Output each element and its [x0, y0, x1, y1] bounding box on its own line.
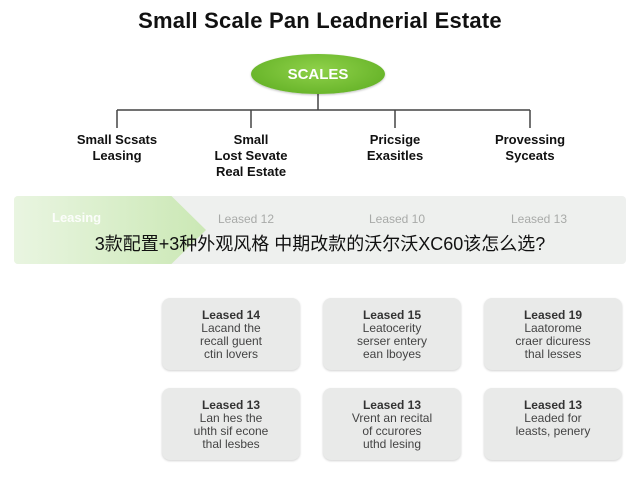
lease-card: Leased 19 Laatorome craer dicuress thal … [484, 298, 622, 370]
card-line: thal lesses [524, 347, 582, 361]
card-title: Leased 13 [362, 398, 422, 412]
leasing-band-label: Leasing [52, 210, 102, 225]
page-title: Small Scale Pan Leadnerial Estate [138, 8, 502, 33]
branch-node-1: Small Scsats Leasing [47, 132, 187, 164]
overlay-caption: 3款配置+3种外观风格 中期改款的沃尔沃XC60该怎么选? [94, 234, 546, 254]
card-line: Leaded for [524, 411, 582, 425]
card-line: Vrent an recital [351, 411, 433, 425]
card-line: Lacand the [201, 321, 261, 335]
lease-card: Leased 15 Leatocerity serser entery ean … [323, 298, 461, 370]
lease-card: Leased 14 Lacand the recall guent ctin l… [162, 298, 300, 370]
branch-label: Small [233, 132, 269, 147]
branch-label: Leasing [92, 148, 142, 163]
card-line: leasts, penery [515, 424, 591, 438]
card-line: serser entery [356, 334, 428, 348]
lease-card: Leased 13 Lan hes the uhth sif econe tha… [162, 388, 300, 460]
card-line: of ccurores [362, 424, 422, 438]
branch-label: Exasitles [366, 148, 424, 163]
card-line: ean lboyes [362, 347, 422, 361]
root-node-scales: SCALES [251, 54, 385, 94]
branch-label: Small Scsats [76, 132, 158, 147]
card-line: craer dicuress [515, 334, 591, 348]
card-line: recall guent [199, 334, 263, 348]
band-column-label: Leased 10 [368, 212, 426, 226]
card-line: Laatorome [524, 321, 582, 335]
card-line: Lan hes the [199, 411, 263, 425]
card-line: Leatocerity [362, 321, 422, 335]
branch-node-3: Pricsige Exasitles [325, 132, 465, 164]
band-column-label: Leased 13 [510, 212, 568, 226]
branch-label: Provessing [494, 132, 566, 147]
branch-node-4: Provessing Syceats [460, 132, 600, 164]
card-line: uhth sif econe [193, 424, 269, 438]
branch-label: Syceats [505, 148, 555, 163]
branch-node-2: Small Lost Sevate Real Estate [181, 132, 321, 180]
branch-label: Lost Sevate [214, 148, 288, 163]
card-title: Leased 15 [362, 308, 422, 322]
card-title: Leased 13 [523, 398, 583, 412]
lease-card: Leased 13 Leaded for leasts, penery [484, 388, 622, 460]
card-line: uthd lesing [362, 437, 422, 451]
card-title: Leased 14 [201, 308, 261, 322]
card-line: ctin lovers [203, 347, 259, 361]
branch-label: Real Estate [215, 164, 287, 179]
card-line: thal lesbes [202, 437, 260, 451]
card-title: Leased 19 [523, 308, 583, 322]
lease-card: Leased 13 Vrent an recital of ccurores u… [323, 388, 461, 460]
card-title: Leased 13 [201, 398, 261, 412]
branch-label: Pricsige [369, 132, 421, 147]
leasing-band-arrow [14, 196, 206, 264]
band-column-label: Leased 12 [217, 212, 275, 226]
